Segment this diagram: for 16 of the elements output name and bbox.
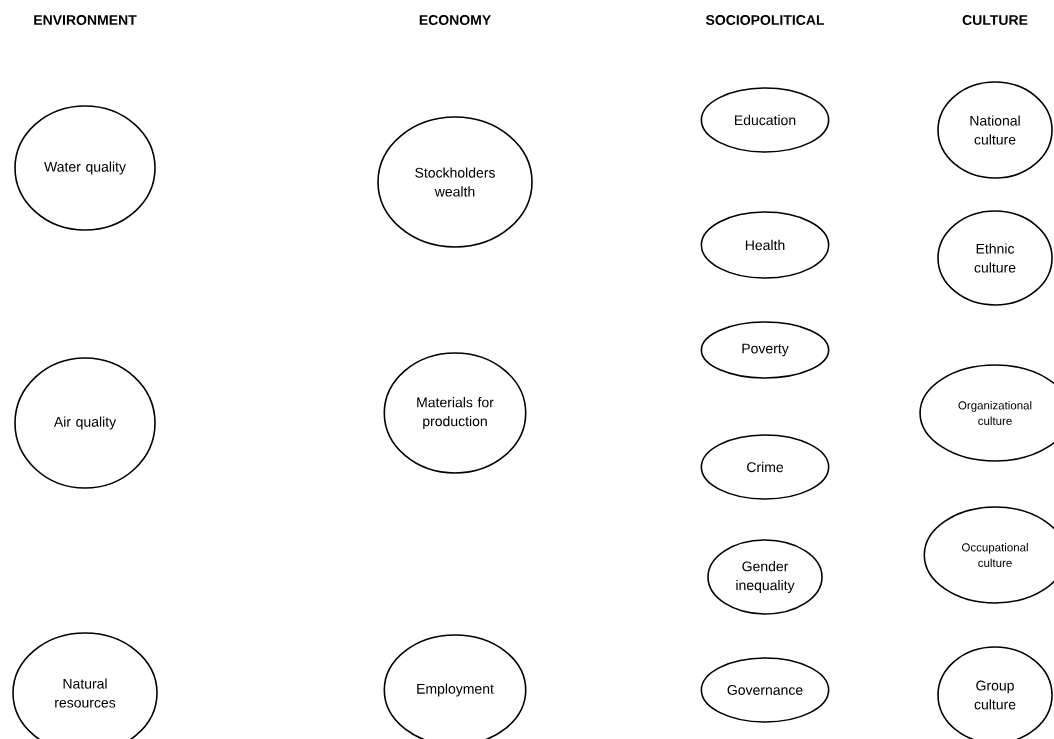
column-heading: SOCIOPOLITICAL bbox=[705, 15, 825, 25]
oval-node: Education bbox=[700, 87, 830, 153]
oval-node: Gender inequality bbox=[707, 539, 823, 615]
oval-node: Poverty bbox=[700, 321, 830, 379]
oval-node: Water quality bbox=[14, 105, 156, 231]
column-heading: ECONOMY bbox=[419, 15, 491, 25]
oval-node: Health bbox=[700, 211, 830, 279]
oval-node: Air quality bbox=[14, 357, 156, 489]
oval-node: Materials for production bbox=[383, 352, 527, 474]
oval-node: Ethnic culture bbox=[937, 210, 1053, 306]
oval-node: Crime bbox=[700, 434, 830, 500]
column-heading: ENVIRONMENT bbox=[34, 15, 137, 25]
oval-node: Governance bbox=[700, 657, 830, 723]
oval-node: National culture bbox=[937, 81, 1053, 179]
column-heading: CULTURE bbox=[962, 15, 1028, 25]
oval-node: Stockholders wealth bbox=[377, 116, 533, 248]
